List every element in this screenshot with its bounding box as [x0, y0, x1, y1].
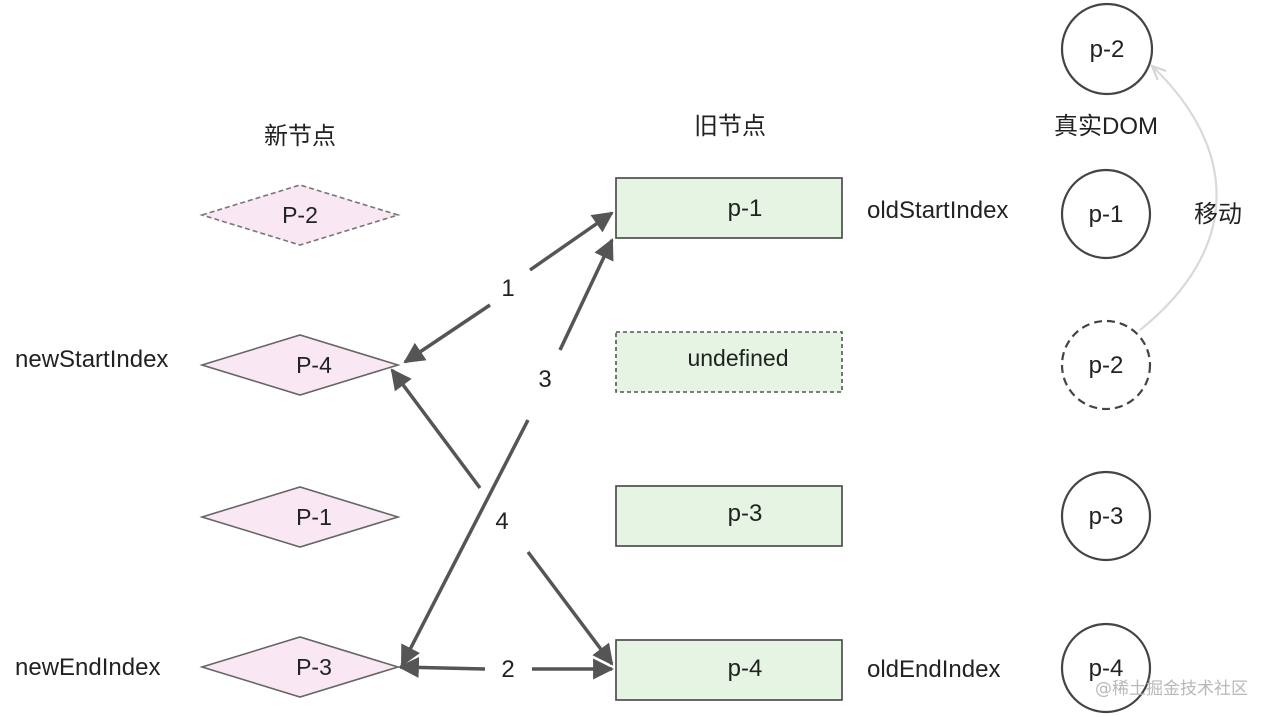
- arrow-3: [400, 238, 614, 667]
- move-arrow: [1139, 66, 1218, 331]
- new-node-label: P-3: [296, 654, 332, 680]
- old-node-p1: p-1: [615, 177, 843, 239]
- dom-node-p3: p-3: [1060, 470, 1152, 562]
- arrow-label-4: 4: [495, 508, 508, 535]
- old-node-label: p-4: [728, 655, 763, 682]
- real-dom-header: 真实DOM: [1054, 113, 1158, 140]
- old-start-index-label: oldStartIndex: [867, 197, 1008, 224]
- old-node-undefined: undefined: [615, 331, 843, 393]
- new-node-label: P-4: [296, 352, 332, 378]
- new-node-label: P-1: [296, 504, 332, 530]
- dom-node-label: p-1: [1089, 201, 1124, 228]
- arrow-2: [397, 656, 615, 680]
- arrow-1: [403, 211, 614, 364]
- new-start-index-label: newStartIndex: [15, 346, 168, 373]
- old-node-p4: p-4: [615, 639, 843, 701]
- arrow-label-3: 3: [538, 366, 551, 393]
- new-node-label: P-2: [282, 202, 318, 228]
- arrow-label-2: 2: [501, 656, 514, 683]
- arrow-4: [390, 368, 614, 666]
- dom-node-p1: p-1: [1060, 168, 1152, 260]
- dom-node-label: p-4: [1089, 655, 1124, 682]
- new-node-p2: P-2: [199, 184, 401, 246]
- new-nodes-header: 新节点: [264, 123, 336, 150]
- new-node-p3: P-3: [199, 636, 401, 698]
- dom-node-p2-moved: p-2: [1060, 2, 1154, 96]
- new-node-p4: P-4: [199, 334, 401, 396]
- new-node-p1: P-1: [199, 486, 401, 548]
- old-nodes-header: 旧节点: [694, 113, 766, 140]
- dom-node-label: p-3: [1089, 503, 1124, 530]
- old-node-label: p-1: [728, 195, 763, 222]
- old-node-label: p-3: [728, 500, 763, 527]
- arrow-label-1: 1: [501, 275, 514, 302]
- dom-node-label: p-2: [1090, 36, 1125, 63]
- old-node-label: undefined: [687, 345, 788, 371]
- old-end-index-label: oldEndIndex: [867, 656, 1000, 683]
- new-end-index-label: newEndIndex: [15, 654, 160, 681]
- dom-node-label: p-2: [1089, 352, 1124, 379]
- move-label: 移动: [1194, 201, 1242, 228]
- watermark: @稀土掘金技术社区: [1095, 679, 1248, 699]
- dom-node-p2-original: p-2: [1060, 319, 1152, 411]
- old-node-p3: p-3: [615, 485, 843, 547]
- dom-node-p4: p-4: [1060, 622, 1152, 714]
